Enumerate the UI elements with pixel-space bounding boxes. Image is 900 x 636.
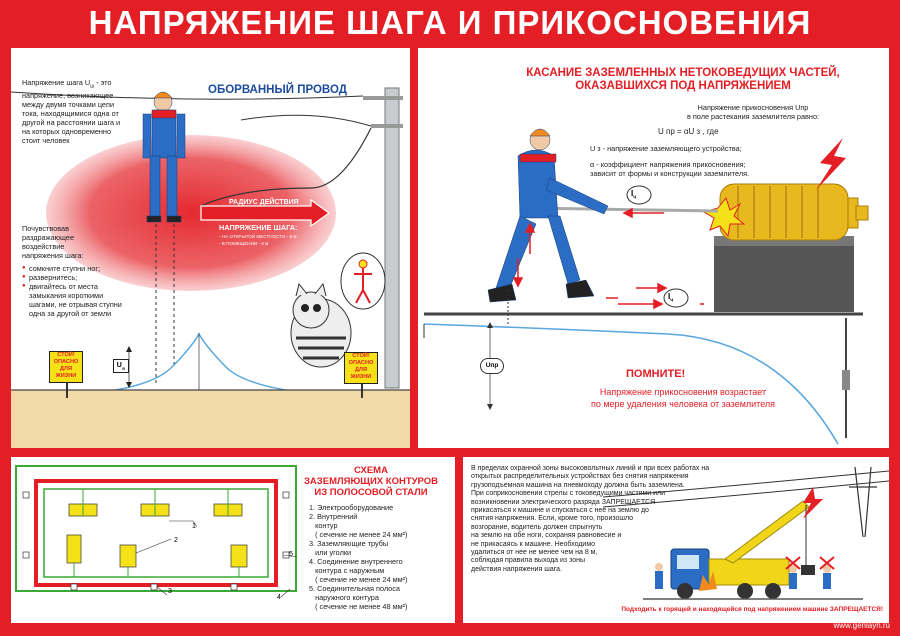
legend-item: 4. Соединение внутреннего контура с нару…	[309, 557, 408, 584]
formula-intro: Напряжение прикосновения Uпр в поле раст…	[686, 103, 820, 121]
pylon	[849, 466, 877, 538]
advice-intro: Почувствовав раздражающее воздействие на…	[22, 224, 84, 260]
potential-curve	[423, 323, 839, 445]
advice-item: двигайтесь от места замыкания короткими …	[22, 282, 122, 318]
crane-illustration	[602, 466, 889, 600]
lightning-icon	[816, 138, 846, 190]
remember-heading: ПОМНИТЕ!	[626, 368, 686, 380]
callout-5: 5	[289, 551, 293, 558]
callout-3: 3	[168, 588, 172, 595]
grounding-scheme-panel: 1 2 3 4 5 СХЕМА ЗАЗЕМЛЯЮЩИХ КОНТУРОВ ИЗ …	[11, 457, 455, 623]
callout-2: 2	[174, 537, 178, 544]
fire-icon	[699, 571, 717, 591]
electric-motor	[719, 183, 849, 241]
advice-item: развернитесь;	[22, 273, 122, 282]
legend-item: 5. Соединительная полоса наружного конту…	[309, 584, 408, 611]
indoor-note: - В ПОМЕЩЕНИИ - 4 м	[219, 241, 269, 246]
outdoor-note: - НА ОТКРЫТОЙ МЕСТНОСТИ - 8 м	[219, 234, 297, 239]
ground	[11, 390, 410, 448]
upr-label: Uпр	[480, 358, 504, 374]
current-label-bottom: Iч	[668, 292, 674, 304]
crane-panel: В пределах охранной зоны высоковольтных …	[463, 457, 889, 623]
power-pole	[384, 87, 400, 389]
touch-voltage-panel: КАСАНИЕ ЗАЗЕМЛЕННЫХ НЕТОКОВЕДУЩИХ ЧАСТЕЙ…	[418, 48, 889, 448]
alpha-definition: α - коэффициент напряжения прикосновения…	[590, 160, 750, 178]
cat-illustration	[290, 282, 352, 368]
inner-contour	[43, 488, 269, 578]
legend-item: 2. Внутренний контур ( сечение не менее …	[309, 512, 408, 539]
legend-item: 3. Заземляющие трубы или уголки	[309, 539, 389, 557]
crane-truck	[670, 500, 815, 599]
poster-title: НАПРЯЖЕНИЕ ШАГА И ПРИКОСНОВЕНИЯ	[88, 4, 812, 41]
legend-item: 1. Электрооборудование	[309, 503, 394, 512]
step-voltage-panel: Напряжение шага Uш - это напряжение, воз…	[11, 48, 410, 448]
uz-definition: U з - напряжение заземляющего устройства…	[590, 144, 742, 153]
skeleton-icon	[354, 259, 372, 304]
remember-text: Напряжение прикосновения возрастает по м…	[590, 387, 776, 409]
spark-icon	[702, 196, 746, 238]
outer-contour	[15, 465, 297, 592]
lightning-icon	[803, 487, 823, 519]
broken-wire-heading: ОБОРВАННЫЙ ПРОВОД	[208, 84, 347, 96]
advice-item: сомкните ступни ног;	[22, 264, 122, 273]
touch-heading: КАСАНИЕ ЗАЗЕМЛЕННЫХ НЕТОКОВЕДУЩИХ ЧАСТЕЙ…	[526, 67, 840, 92]
step-voltage-illustration	[11, 87, 410, 448]
equipment-blocks	[66, 503, 248, 568]
building-wall	[34, 479, 278, 587]
step-voltage-label: НАПРЯЖЕНИЕ ШАГА:	[219, 223, 298, 232]
crane-warning: Подходить к горящей и находящейся под на…	[621, 606, 883, 613]
touch-voltage-illustration	[423, 128, 869, 445]
grounding-scheme-diagram	[15, 465, 298, 598]
uw-label-box: Uш	[113, 359, 129, 373]
touching-worker	[487, 128, 609, 303]
callout-1: 1	[192, 523, 196, 530]
scheme-heading: СХЕМА ЗАЗЕМЛЯЮЩИХ КОНТУРОВ ИЗ ПОЛОСОВОЙ …	[303, 465, 438, 498]
touch-formula: U пр = αU з , где	[658, 127, 719, 136]
watermark: www.genlayn.ru	[833, 621, 890, 630]
danger-zone	[46, 135, 336, 291]
radius-arrow	[200, 198, 331, 228]
radius-label: РАДИУС ДЕЙСТВИЯ	[229, 199, 299, 206]
crane-paragraph: В пределах охранной зоны высоковольтных …	[471, 465, 710, 573]
scheme-legend: 1. Электрооборудование 2. Внутренний кон…	[309, 503, 451, 611]
callout-4: 4	[277, 594, 281, 601]
standing-worker	[142, 91, 186, 223]
current-label-top: Iч	[631, 189, 637, 201]
motor-base	[714, 244, 854, 312]
advice-list: сомкните ступни ног; развернитесь; двига…	[22, 264, 122, 318]
worker-figures	[655, 563, 831, 589]
broken-wire	[200, 127, 372, 207]
step-voltage-definition: Напряжение шага Uш - это напряжение, воз…	[22, 78, 121, 146]
